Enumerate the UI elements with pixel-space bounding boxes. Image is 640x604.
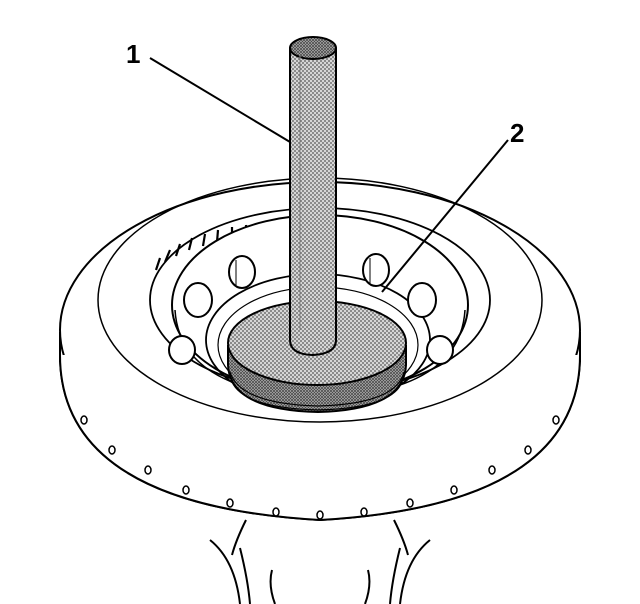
callout-label-2: 2 xyxy=(510,118,524,148)
leader-line-2 xyxy=(381,139,509,293)
rotor-disc xyxy=(59,181,581,522)
callout-label-1: 1 xyxy=(126,39,140,69)
lug-holes xyxy=(168,253,454,365)
installer-shaft xyxy=(289,36,337,357)
hub-neck xyxy=(209,519,431,604)
leader-line-1 xyxy=(149,57,291,143)
rotor-vent-holes xyxy=(80,415,560,520)
leader-lines xyxy=(149,57,509,293)
